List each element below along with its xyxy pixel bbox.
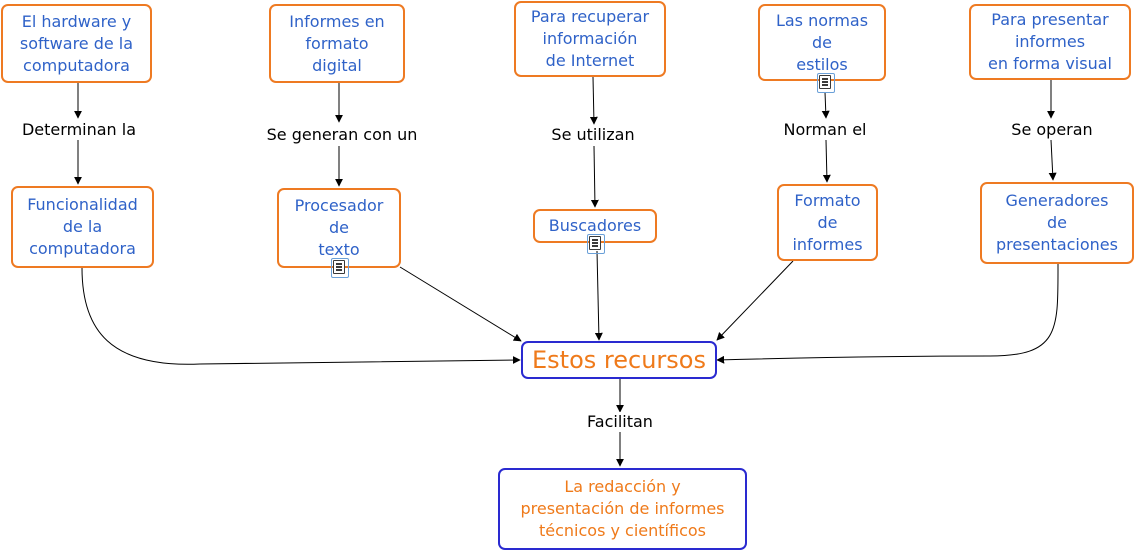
document-icon[interactable] (817, 73, 835, 93)
concept-generadores[interactable]: Generadores de presentaciones (980, 182, 1134, 264)
connector-recuperar-label (589, 76, 598, 125)
concept-normas-estilos[interactable]: Las normas de estilos (758, 4, 886, 81)
concept-funcionalidad[interactable]: Funcionalidad de la computadora (11, 186, 154, 268)
link-label-operan: Se operan (1009, 120, 1095, 140)
link-label-facilitan: Facilitan (585, 412, 655, 432)
connector-buscadores-recursos (594, 250, 603, 341)
concept-informes-digital[interactable]: Informes en formato digital (269, 4, 405, 83)
concept-redaccion-presentacion[interactable]: La redacción y presentación de informes … (498, 468, 747, 550)
connector-label-formato (822, 139, 831, 183)
connector-formato-recursos (716, 260, 794, 341)
concept-formato-informes[interactable]: Formato de informes (777, 184, 878, 261)
link-label-utilizan: Se utilizan (549, 125, 637, 145)
document-icon[interactable] (587, 234, 605, 254)
connector-generadores-recursos (716, 263, 1059, 364)
concept-estos-recursos[interactable]: Estos recursos (521, 341, 717, 379)
concept-recuperar-informacion[interactable]: Para recuperar información de Internet (514, 1, 666, 77)
connector-label-generadores (1048, 139, 1057, 181)
connector-normas-label (821, 91, 830, 119)
connector-procesador-recursos (399, 266, 522, 342)
concept-procesador-texto[interactable]: Procesador de texto (277, 188, 401, 268)
link-label-generan: Se generan con un (264, 125, 420, 145)
link-label-norman: Norman el (781, 120, 869, 140)
document-icon[interactable] (331, 258, 349, 278)
link-label-determinan: Determinan la (19, 120, 139, 140)
concept-hardware-software[interactable]: El hardware y software de la computadora (1, 4, 152, 83)
connector-label-buscadores (590, 145, 599, 208)
connector-funcionalidad-recursos (81, 267, 521, 365)
concept-presentar-informes[interactable]: Para presentar informes en forma visual (969, 4, 1131, 80)
